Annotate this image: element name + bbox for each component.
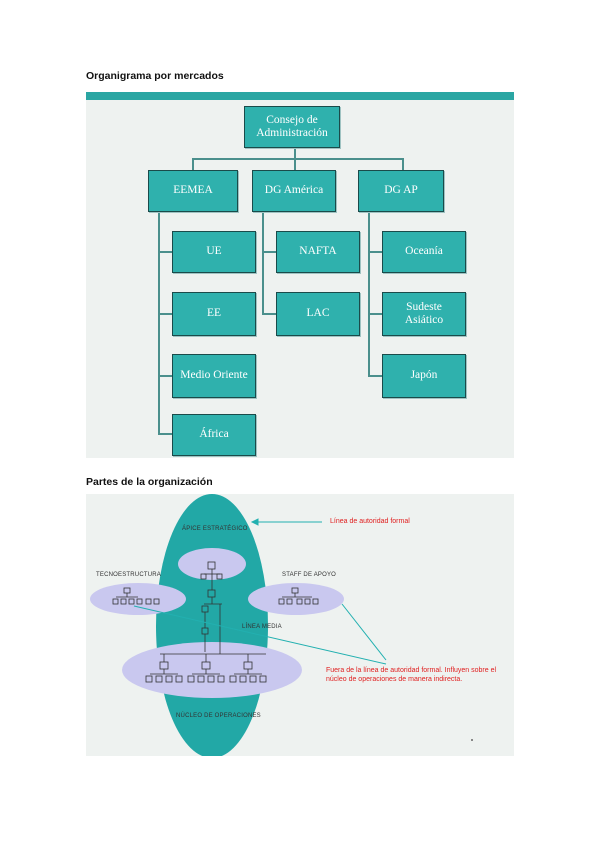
note-informal-authority: Fuera de la línea de autoridad formal. I… <box>326 667 497 684</box>
section-title-organigrama: Organigrama por mercados <box>86 70 224 82</box>
mini-org-chart <box>112 561 319 683</box>
label-apex: ÁPICE ESTRATÉGICO <box>182 526 248 532</box>
org-box-lac: LAC <box>276 292 360 336</box>
section-title-partes: Partes de la organización <box>86 476 213 488</box>
org-box-consejo: Consejo de Administración <box>244 106 340 148</box>
connector <box>158 433 172 435</box>
label-middle-line: LÍNEA MEDIA <box>242 624 282 630</box>
panel-accent-bar <box>86 92 514 100</box>
org-box-sudeste-asiatico: Sudeste Asiático <box>382 292 466 336</box>
org-box-africa: África <box>172 414 256 456</box>
org-box-dg-ap: DG AP <box>358 170 444 212</box>
label-technostructure: TECNOESTRUCTURA <box>96 572 162 578</box>
connector <box>158 212 160 434</box>
org-chart-panel: Consejo de Administración EEMEA DG Améri… <box>86 92 514 458</box>
org-box-dg-america: DG América <box>252 170 336 212</box>
apex-ellipse <box>178 548 246 580</box>
connector <box>402 158 404 170</box>
connector <box>192 158 194 170</box>
staff-ellipse <box>248 583 344 615</box>
connector <box>192 158 402 160</box>
connector <box>368 212 370 376</box>
operating-core-ellipse <box>122 642 302 698</box>
connector <box>368 251 382 253</box>
note-formal-authority: Línea de autoridad formal <box>330 518 410 525</box>
connector <box>294 147 296 158</box>
annotation-arrows <box>133 518 387 665</box>
label-staff: STAFF DE APOYO <box>282 572 337 578</box>
connector <box>158 375 172 377</box>
organization-parts-diagram: ÁPICE ESTRATÉGICO TECNOESTRUCTURA STAFF … <box>86 494 514 756</box>
connector <box>368 313 382 315</box>
org-box-oceania: Oceanía <box>382 231 466 273</box>
org-box-japon: Japón <box>382 354 466 398</box>
org-box-medio-oriente: Medio Oriente <box>172 354 256 398</box>
mintzberg-diagram <box>90 494 387 756</box>
org-box-ee: EE <box>172 292 256 336</box>
tiny-mark <box>471 739 473 741</box>
label-operating-core: NÚCLEO DE OPERACIONES <box>176 713 261 719</box>
connector <box>262 251 276 253</box>
org-box-nafta: NAFTA <box>276 231 360 273</box>
connector <box>368 375 382 377</box>
org-box-ue: UE <box>172 231 256 273</box>
org-box-eemea: EEMEA <box>148 170 238 212</box>
connector <box>158 251 172 253</box>
connector <box>262 212 264 314</box>
connector <box>262 313 276 315</box>
connector <box>294 158 296 170</box>
connector <box>158 313 172 315</box>
